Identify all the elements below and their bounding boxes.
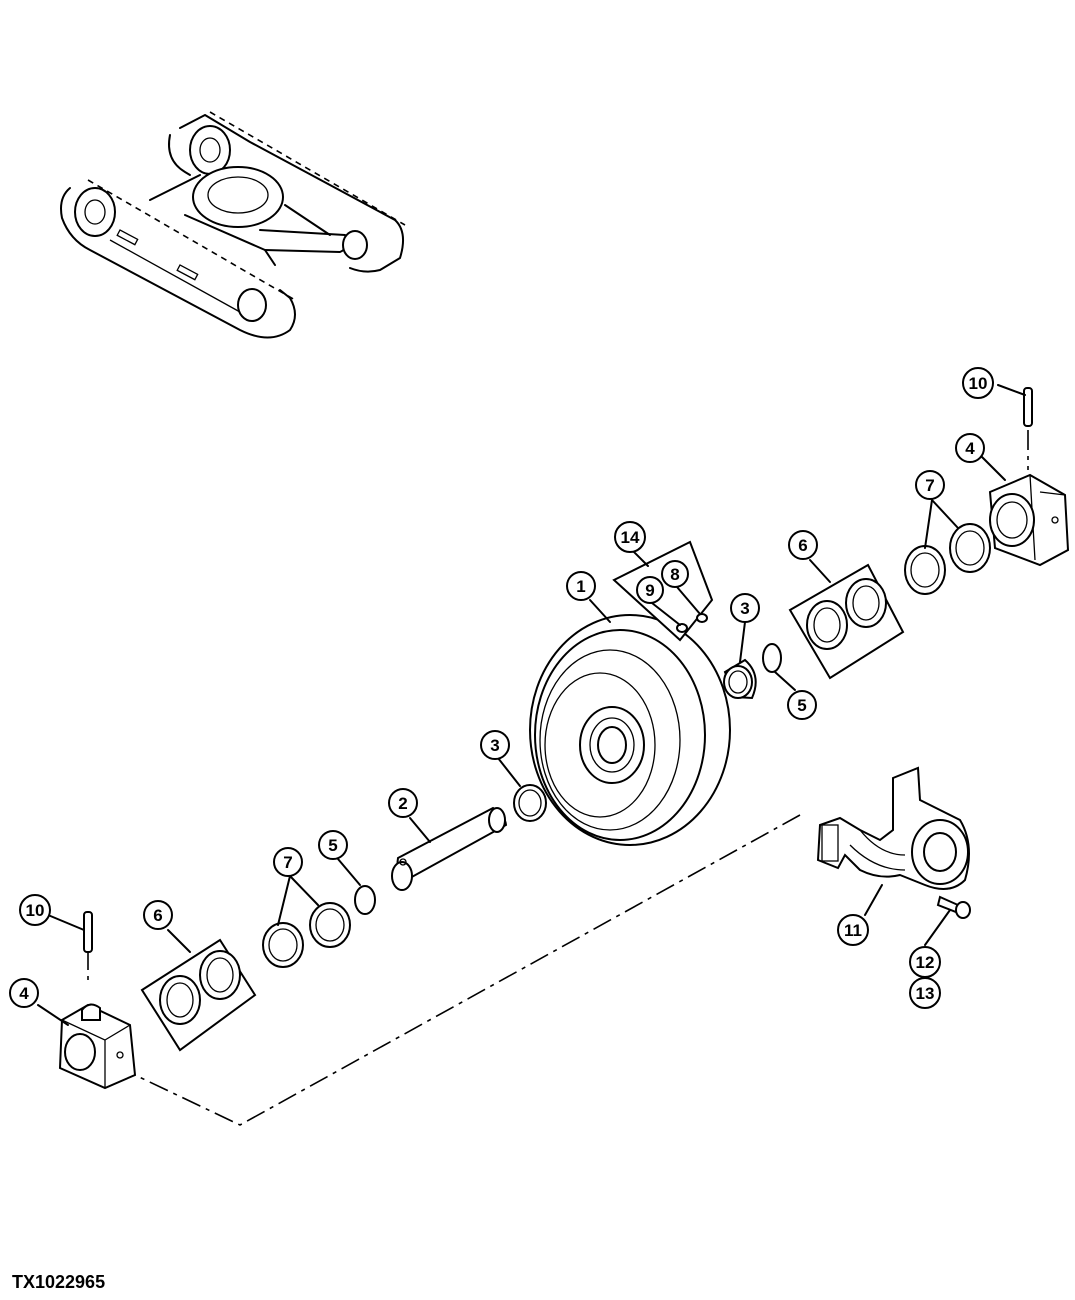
seal-kit-right — [788, 563, 905, 680]
svg-text:13: 13 — [916, 984, 935, 1003]
callout-9: 9 — [636, 576, 664, 604]
figure-reference-code: TX1022965 — [12, 1272, 106, 1292]
idler-shaft — [391, 806, 508, 891]
plug-screw — [676, 613, 708, 633]
callout-7-right: 7 — [915, 470, 945, 500]
callout-7-left: 7 — [273, 847, 303, 877]
svg-text:5: 5 — [328, 836, 337, 855]
assembly-centerline — [134, 814, 801, 1126]
bushing-left — [513, 784, 547, 822]
svg-text:10: 10 — [26, 901, 45, 920]
callout-10-left: 10 — [19, 894, 51, 926]
svg-text:3: 3 — [740, 599, 749, 618]
seal-right-b — [949, 523, 991, 573]
svg-text:3: 3 — [490, 736, 499, 755]
callout-5-left: 5 — [318, 830, 348, 860]
callout-11: 11 — [837, 914, 869, 946]
leader-lines — [37, 384, 1026, 1026]
callout-3-left: 3 — [480, 730, 510, 760]
svg-text:11: 11 — [844, 921, 862, 940]
o-ring-left — [354, 885, 376, 915]
svg-text:1: 1 — [576, 577, 585, 596]
seal-right-a — [904, 545, 946, 595]
pin-left — [83, 911, 93, 953]
svg-text:6: 6 — [153, 906, 162, 925]
svg-text:4: 4 — [965, 439, 975, 458]
bushing-right — [723, 658, 757, 700]
callout-14: 14 — [614, 521, 646, 553]
support-block-right — [988, 473, 1070, 567]
idler-bracket — [816, 766, 970, 890]
callout-8: 8 — [661, 560, 689, 588]
o-ring-right — [762, 643, 782, 673]
svg-text:2: 2 — [398, 794, 407, 813]
svg-text:6: 6 — [798, 536, 807, 555]
svg-text:14: 14 — [621, 528, 640, 547]
callout-6-right: 6 — [788, 530, 818, 560]
support-block-left — [58, 1003, 137, 1090]
pin-right — [1023, 387, 1033, 427]
callout-5-right: 5 — [787, 690, 817, 720]
svg-text:9: 9 — [645, 581, 654, 600]
callout-2: 2 — [388, 788, 418, 818]
svg-text:7: 7 — [283, 853, 292, 872]
svg-text:7: 7 — [925, 476, 934, 495]
svg-text:10: 10 — [969, 374, 988, 393]
seal-left-b — [309, 902, 351, 948]
callout-4-right: 4 — [955, 433, 985, 463]
seal-kit-left — [140, 938, 257, 1052]
callout-6-left: 6 — [143, 900, 173, 930]
callout-12: 12 — [909, 946, 941, 978]
svg-text:12: 12 — [916, 953, 935, 972]
callout-10-right: 10 — [962, 367, 994, 399]
idler-wheel — [529, 614, 731, 846]
callout-1: 1 — [566, 571, 596, 601]
callout-13: 13 — [909, 977, 941, 1009]
svg-text:4: 4 — [19, 984, 29, 1003]
undercarriage-overview — [60, 111, 406, 339]
callout-3-right: 3 — [730, 593, 760, 623]
svg-text:8: 8 — [670, 565, 679, 584]
svg-text:5: 5 — [797, 696, 806, 715]
seal-left-a — [262, 922, 304, 968]
cap-screw — [936, 895, 971, 919]
callout-4-left: 4 — [9, 978, 39, 1008]
